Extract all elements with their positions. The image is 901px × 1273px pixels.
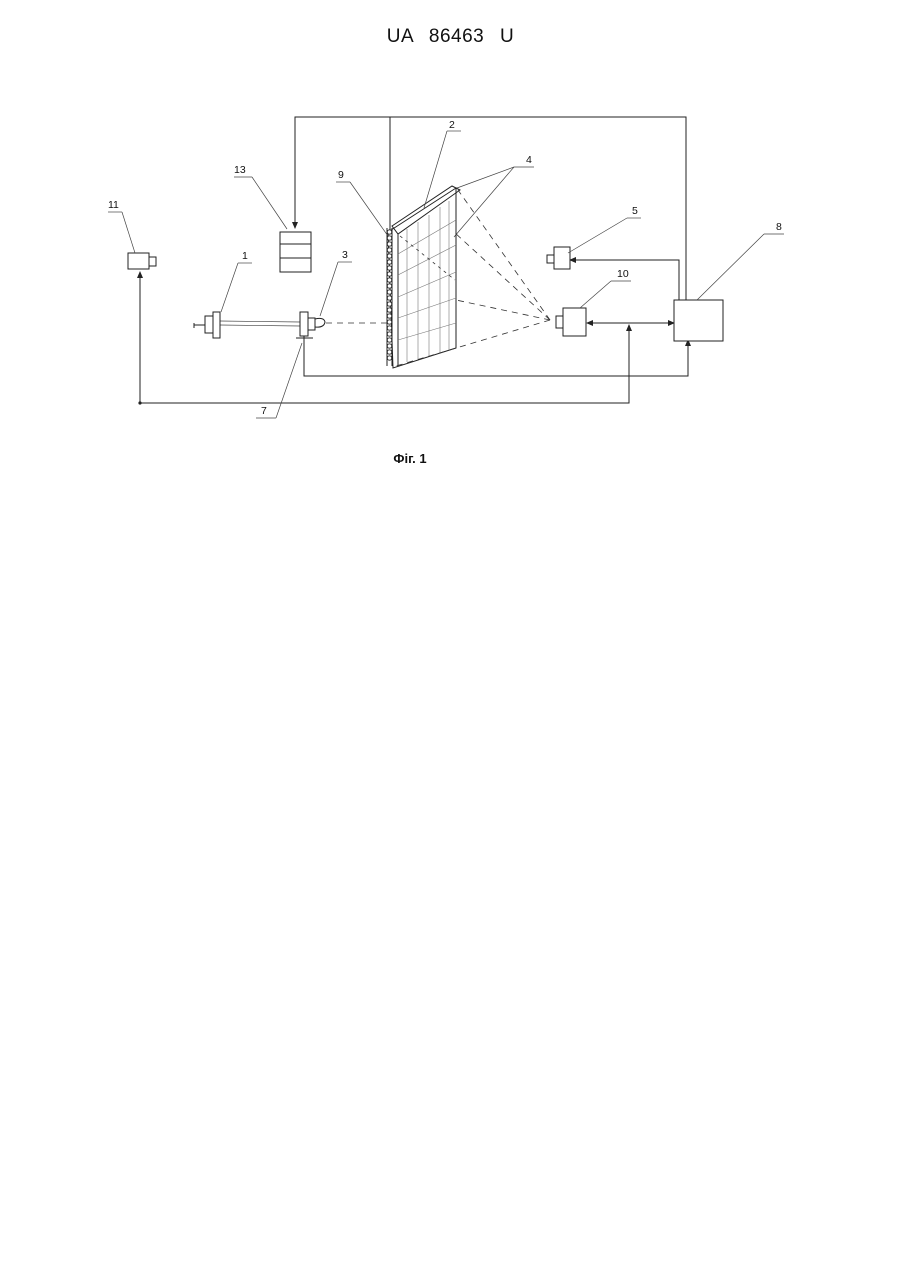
label-7: 7 [261, 405, 267, 417]
label-11: 11 [108, 199, 119, 211]
label-1: 1 [242, 250, 248, 262]
camera-11 [128, 253, 156, 269]
edge-sensor [387, 326, 391, 330]
observation-lines [396, 190, 550, 366]
edge-sensor [387, 320, 391, 324]
edge-sensor [387, 332, 391, 336]
edge-sensor [387, 338, 391, 342]
label-4: 4 [526, 154, 532, 166]
edge-sensor [387, 266, 391, 270]
label-13: 13 [234, 164, 246, 176]
block-13 [280, 232, 311, 272]
label-3: 3 [342, 249, 348, 261]
edge-sensor [387, 248, 391, 252]
label-2: 2 [449, 119, 455, 131]
edge-sensor [387, 350, 391, 354]
scanning-unit [296, 312, 325, 342]
edge-sensor-array [387, 230, 391, 360]
camera-10 [556, 308, 586, 336]
edge-sensor [387, 290, 391, 294]
figure-caption: Фіг. 1 [0, 451, 820, 466]
control-unit-8 [674, 300, 723, 341]
edge-sensor [387, 302, 391, 306]
edge-sensor [387, 254, 391, 258]
edge-sensor [387, 356, 391, 360]
edge-sensor [387, 260, 391, 264]
label-8: 8 [776, 221, 782, 233]
label-5: 5 [632, 205, 638, 217]
grid-panel [387, 186, 460, 368]
edge-sensor [387, 278, 391, 282]
label-9: 9 [338, 169, 344, 181]
edge-sensor [387, 236, 391, 240]
leader-lines [108, 131, 784, 418]
edge-sensor [387, 296, 391, 300]
edge-sensor [387, 242, 391, 246]
laser-source [194, 312, 220, 338]
edge-sensor [387, 344, 391, 348]
edge-sensor [387, 284, 391, 288]
edge-sensor [387, 272, 391, 276]
edge-sensor [387, 314, 391, 318]
edge-sensor [387, 230, 391, 234]
edge-sensor [387, 308, 391, 312]
label-10: 10 [617, 268, 629, 280]
camera-5 [547, 247, 570, 269]
